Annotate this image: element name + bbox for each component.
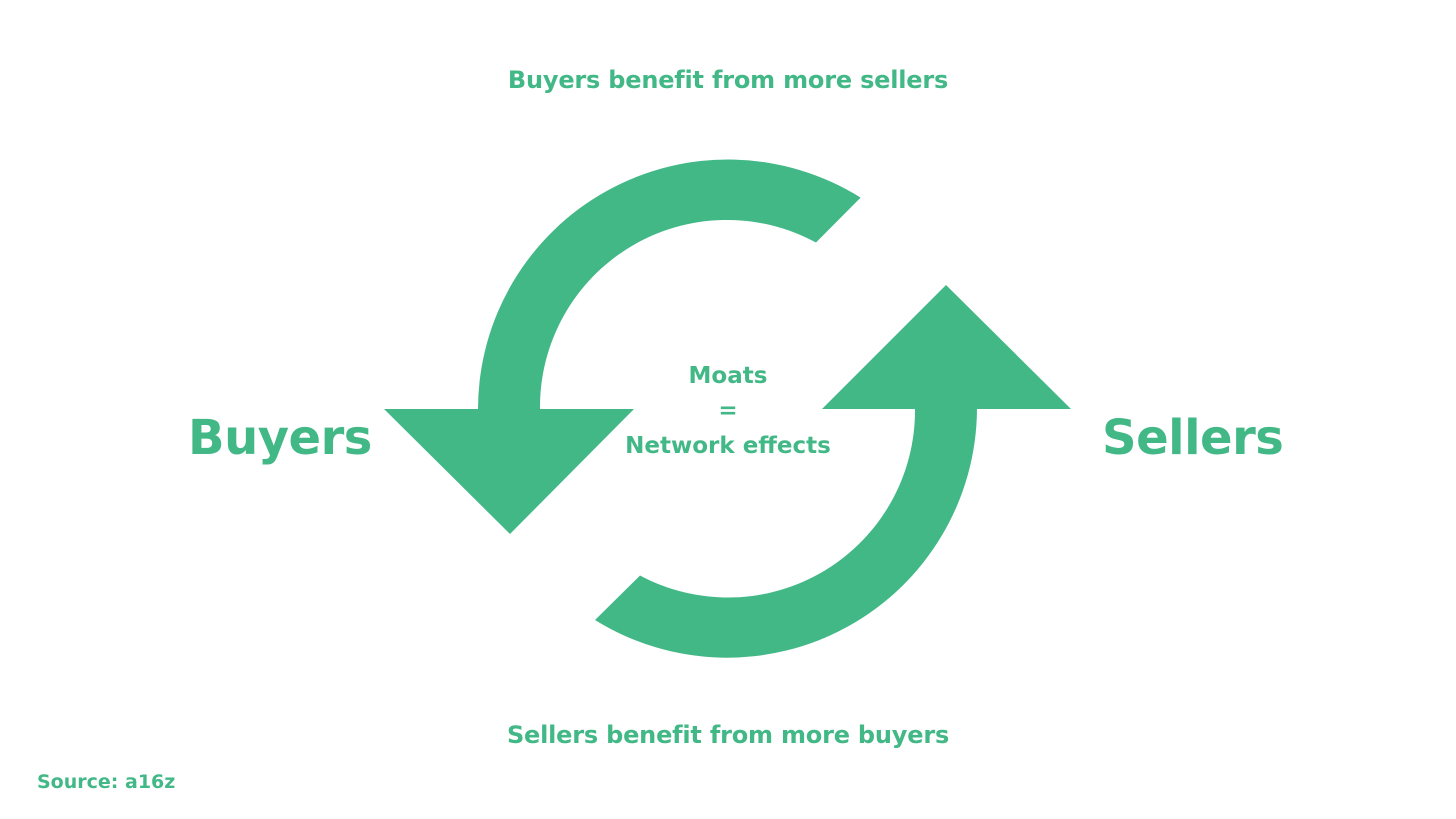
bottom-caption: Sellers benefit from more buyers: [506, 721, 950, 749]
center-line-equals: =: [718, 398, 738, 424]
center-line-network-effects: Network effects: [625, 433, 831, 459]
top-caption: Buyers benefit from more sellers: [507, 66, 949, 94]
buyers-label: Buyers: [188, 410, 372, 466]
cycle-arrow-right-icon: [595, 285, 1071, 658]
center-line-moats: Moats: [688, 363, 768, 389]
cycle-arrow-left-icon: [384, 159, 861, 534]
sellers-label: Sellers: [1102, 410, 1284, 466]
center-label: Moats = Network effects: [578, 359, 878, 464]
source-credit: Source: a16z: [37, 771, 176, 793]
